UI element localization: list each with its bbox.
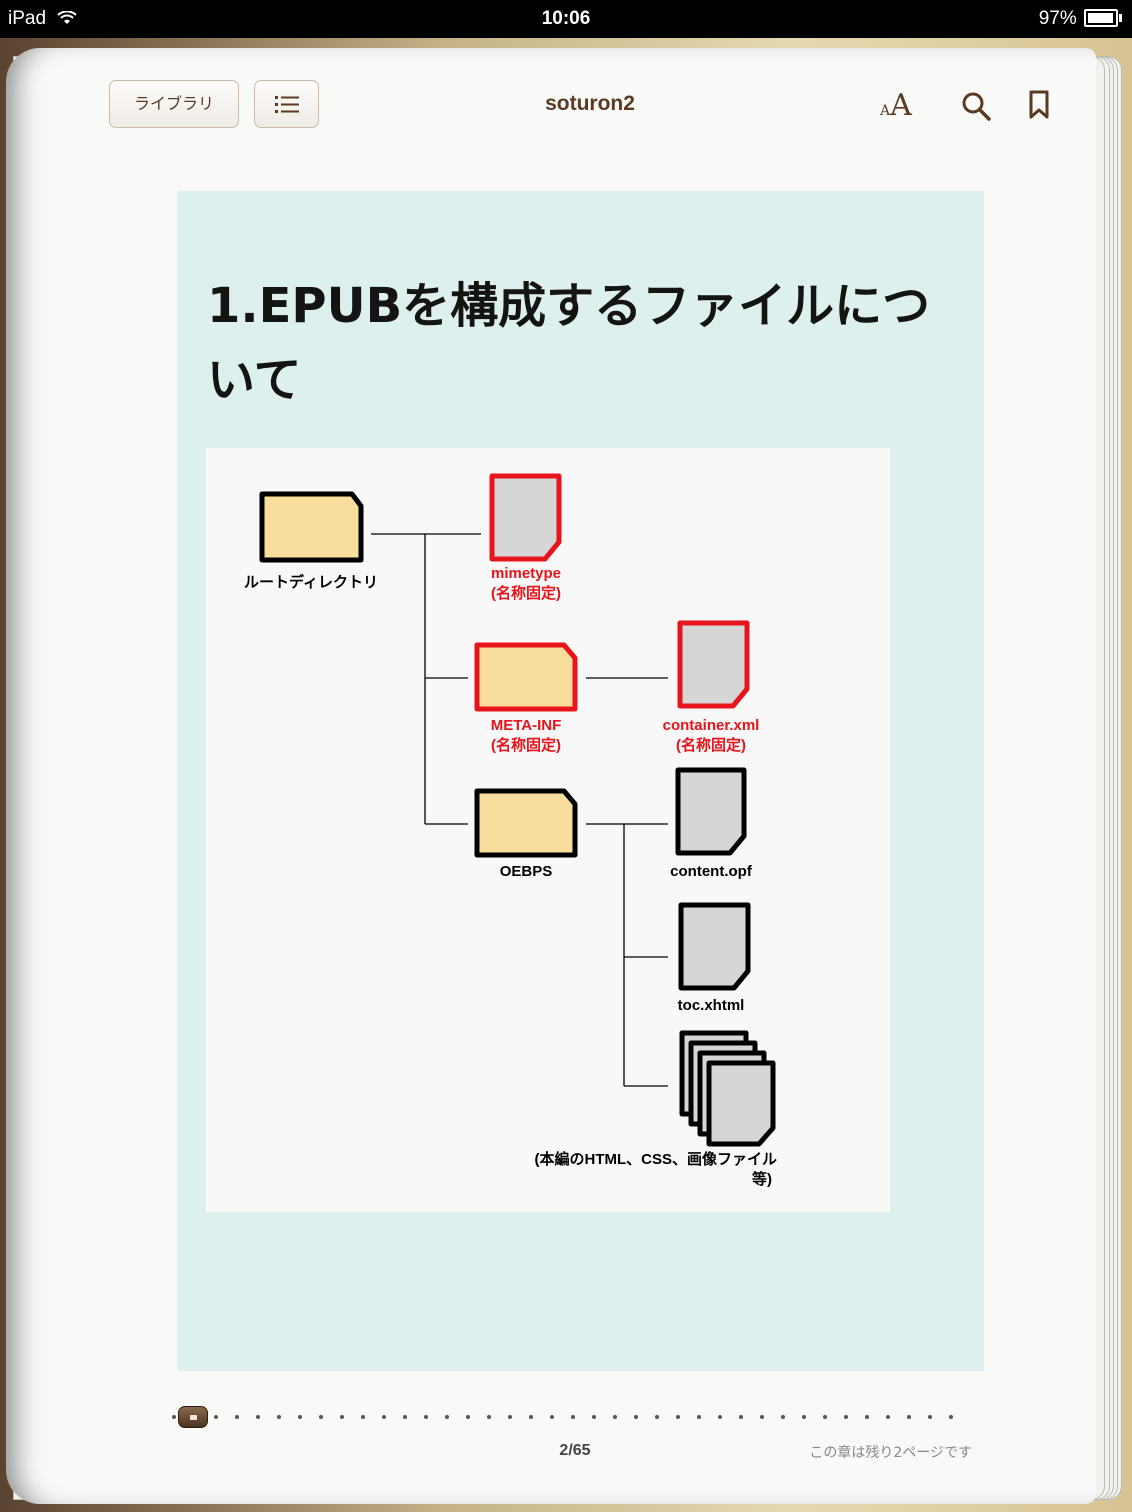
scrubber-dot [214, 1415, 218, 1419]
book-page[interactable]: ライブラリ soturon2 AA 1.EPUBを構成するファイルについて [6, 48, 1096, 1504]
scrubber-dot [340, 1415, 344, 1419]
scrubber-dot [361, 1415, 365, 1419]
connector-lines [371, 533, 668, 1087]
search-icon[interactable] [960, 90, 992, 122]
chapter-heading: 1.EPUBを構成するファイルについて [207, 278, 931, 408]
scrubber-dot [760, 1415, 764, 1419]
battery-icon [1084, 9, 1122, 27]
scrubber-dot [907, 1415, 911, 1419]
mimetype-label: mimetype [491, 565, 561, 582]
metainf-label: META-INF [491, 717, 562, 734]
scrubber-dot [403, 1415, 407, 1419]
status-left: iPad [8, 8, 78, 30]
scrubber-dot [235, 1415, 239, 1419]
scrubber-dot [172, 1415, 176, 1419]
bookmark-icon[interactable] [1028, 90, 1050, 120]
scrubber-dot [592, 1415, 596, 1419]
contentopf-label: content.opf [670, 863, 753, 880]
scrubber-dot [865, 1415, 869, 1419]
scrubber-dot [571, 1415, 575, 1419]
scrubber-dot [508, 1415, 512, 1419]
status-bar: iPad 10:06 97% [0, 0, 1132, 38]
toc-label: toc.xhtml [678, 997, 745, 1014]
scrubber-dot [382, 1415, 386, 1419]
scrubber-dot [739, 1415, 743, 1419]
scrubber-dot [550, 1415, 554, 1419]
page-indicator: 2/65 [559, 1442, 591, 1459]
font-size-button[interactable]: AA [880, 88, 912, 123]
scrubber-dot [928, 1415, 932, 1419]
scrubber-knob[interactable] [178, 1406, 208, 1428]
scrubber-dot [256, 1415, 260, 1419]
oebps-folder-icon [474, 788, 578, 858]
scrubber-dot [613, 1415, 617, 1419]
library-button[interactable]: ライブラリ [109, 80, 239, 128]
scrubber-dot [634, 1415, 638, 1419]
status-right: 97% [1038, 8, 1122, 30]
container-file-icon [677, 620, 750, 709]
scrubber-dot [886, 1415, 890, 1419]
scrubber-dot [676, 1415, 680, 1419]
page-scrubber[interactable] [170, 1406, 980, 1428]
container-note: (名称固定) [676, 736, 746, 754]
root-folder-icon [259, 491, 364, 563]
mimetype-note: (名称固定) [491, 584, 561, 602]
battery-percent: 97% [1038, 8, 1077, 29]
scrubber-dot [445, 1415, 449, 1419]
scrubber-dot [529, 1415, 533, 1419]
font-size-icon: AA [880, 88, 912, 123]
scrubber-dot [298, 1415, 302, 1419]
toc-file-icon [678, 902, 751, 991]
scrubber-dot [277, 1415, 281, 1419]
mimetype-file-icon [489, 473, 562, 562]
scrubber-dot [697, 1415, 701, 1419]
epub-structure-diagram: ルートディレクトリ mimetype (名称固定) META-INF (名称固定… [244, 473, 778, 1188]
scrubber-dot [781, 1415, 785, 1419]
epub-structure-figure: ルートディレクトリ mimetype (名称固定) META-INF (名称固定… [206, 448, 890, 1212]
scrubber-dot [487, 1415, 491, 1419]
list-icon [274, 96, 299, 113]
scrubber-dot [718, 1415, 722, 1419]
scrubber-dot [949, 1415, 953, 1419]
body-files-label: (本編のHTML、CSS、画像ファイル [535, 1150, 778, 1168]
contentopf-file-icon [675, 767, 747, 856]
scrubber-dot [466, 1415, 470, 1419]
page-content: 1.EPUBを構成するファイルについて [177, 191, 984, 1371]
body-files-stack-icon [679, 1030, 776, 1147]
container-label: container.xml [663, 717, 760, 734]
wifi-icon [57, 11, 78, 24]
book-title: soturon2 [545, 92, 635, 115]
root-label: ルートディレクトリ [244, 573, 378, 591]
scrubber-dot [319, 1415, 323, 1419]
oebps-label: OEBPS [500, 863, 553, 880]
scrubber-dot [655, 1415, 659, 1419]
scrubber-dot [802, 1415, 806, 1419]
body-files-label-cont: 等) [752, 1170, 772, 1188]
device-name: iPad [8, 8, 47, 29]
scrubber-dot [424, 1415, 428, 1419]
toc-button[interactable] [254, 80, 319, 128]
metainf-folder-icon [474, 642, 578, 712]
chapter-remaining-text: この章は残り2ページです [809, 1445, 972, 1461]
scrubber-dot [823, 1415, 827, 1419]
scrubber-dot [844, 1415, 848, 1419]
clock: 10:06 [541, 8, 591, 29]
metainf-note: (名称固定) [491, 736, 561, 754]
